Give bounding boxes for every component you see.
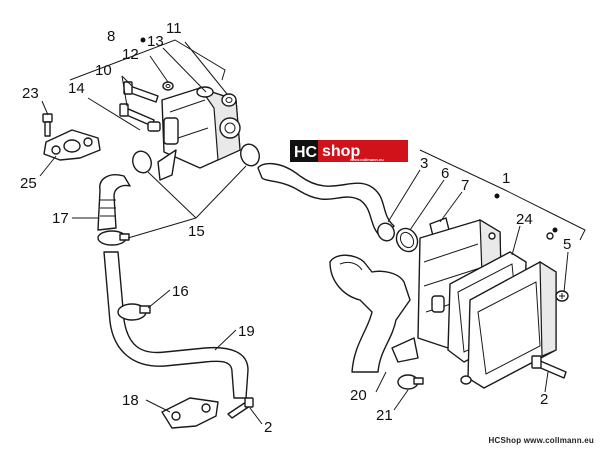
callout-25: 25 xyxy=(20,175,37,192)
clamp-15-lower xyxy=(97,230,130,246)
clamp-16 xyxy=(117,303,151,321)
nut-11 xyxy=(221,93,237,107)
logo-tagline-text: www.collmann.eu xyxy=(349,157,384,162)
clamp-15-upper-right xyxy=(240,143,260,167)
callout-15: 15 xyxy=(188,223,205,240)
screw-10-upper xyxy=(123,81,159,103)
flange-25 xyxy=(43,129,101,161)
watermark-text: HCShop www.collmann.eu xyxy=(488,436,594,445)
callout-numbers: 8 12 13 11 10 14 23 25 17 15 16 19 18 2 … xyxy=(20,20,571,436)
screw-10-lower xyxy=(119,103,155,127)
clamp-15-upper-left xyxy=(132,150,152,174)
hcshop-logo: HC shop www.collmann.eu xyxy=(290,140,408,162)
clamp-21 xyxy=(397,374,424,390)
logo-hc-text: HC xyxy=(294,144,318,161)
callout-19: 19 xyxy=(238,323,255,340)
group-bracket-1 xyxy=(419,149,586,241)
callout-1: 1 xyxy=(502,170,510,187)
gasket-18 xyxy=(161,397,219,429)
group-bracket-8 xyxy=(69,39,226,81)
hose-17 xyxy=(97,174,131,231)
callout-24: 24 xyxy=(516,211,533,228)
leader-lines xyxy=(39,41,569,425)
washer-12 xyxy=(162,81,174,91)
clamp-6 xyxy=(395,227,419,253)
callout-7: 7 xyxy=(461,177,469,194)
callout-17: 17 xyxy=(52,210,69,227)
callout-21: 21 xyxy=(376,407,393,424)
bolt-2-right xyxy=(531,355,567,379)
callout-6: 6 xyxy=(441,165,449,182)
screw-5 xyxy=(555,290,569,302)
bolt-23 xyxy=(42,113,53,137)
callout-18: 18 xyxy=(122,392,139,409)
callout-12: 12 xyxy=(122,46,139,63)
callout-2-lower: 2 xyxy=(264,419,272,436)
hose-19 xyxy=(103,251,249,399)
callout-5: 5 xyxy=(563,236,571,253)
reference-dots xyxy=(140,37,558,233)
callout-13: 13 xyxy=(147,33,164,50)
bolt-2-lower xyxy=(227,397,254,419)
callout-2-right: 2 xyxy=(540,391,548,408)
callout-23: 23 xyxy=(22,85,39,102)
callout-16: 16 xyxy=(172,283,189,300)
spacer-14 xyxy=(147,121,161,132)
callout-3: 3 xyxy=(420,155,428,172)
logo-shop-text: shop xyxy=(322,143,360,160)
callout-20: 20 xyxy=(350,387,367,404)
callout-10: 10 xyxy=(95,62,112,79)
callout-8: 8 xyxy=(107,28,115,45)
callout-14: 14 xyxy=(68,80,85,97)
callout-11: 11 xyxy=(166,20,182,37)
hose-3 xyxy=(257,162,395,242)
